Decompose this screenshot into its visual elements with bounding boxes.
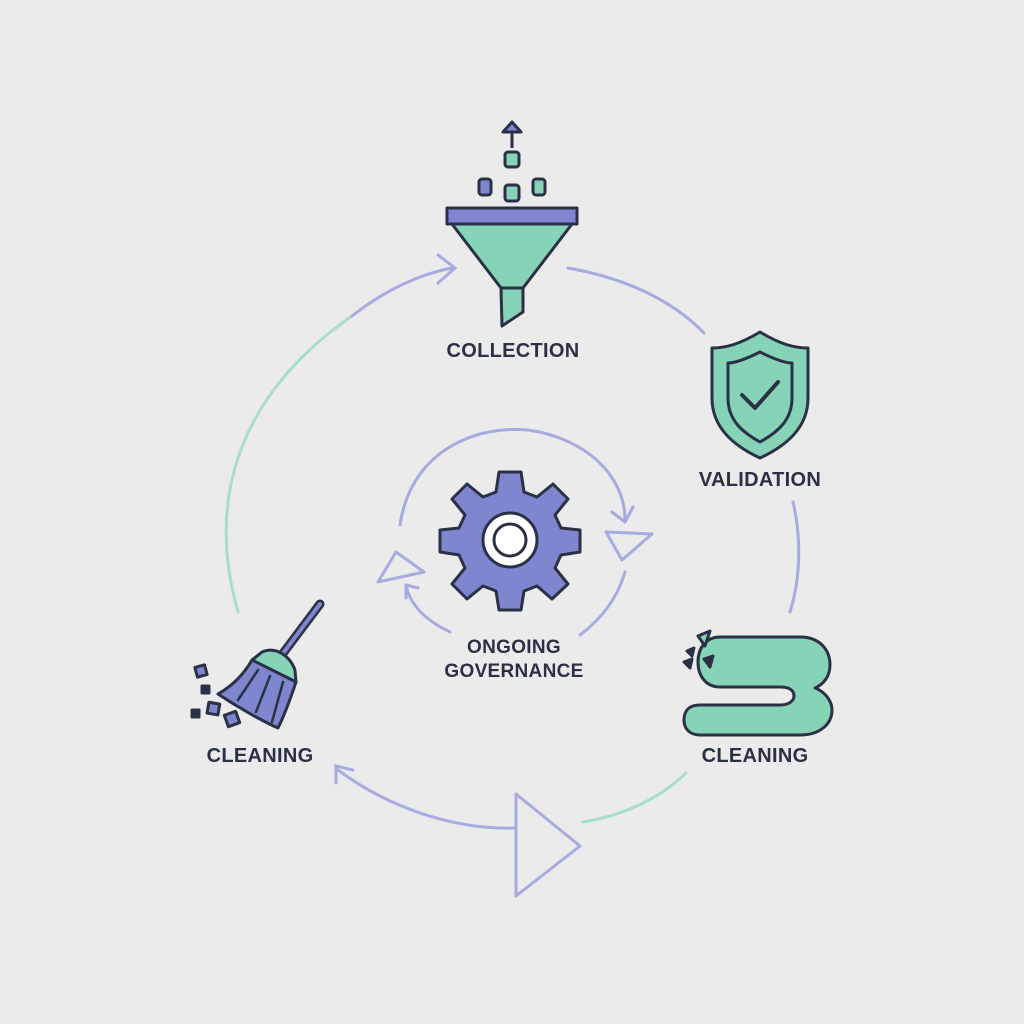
- stage-label-validation: VALIDATION: [698, 469, 822, 491]
- center-label: ONGOING GOVERNANCE: [414, 636, 614, 684]
- cycle-arrowhead-to-collection: [436, 253, 458, 285]
- inner-arc-top: [398, 427, 627, 527]
- inner-arrowhead-left: [376, 550, 426, 584]
- cycle-big-arrowhead: [514, 792, 582, 898]
- cycle-arc-top-right: [566, 266, 706, 335]
- cycle-arc-bottom-left: [336, 768, 517, 830]
- cycle-arc-left-lower: [224, 314, 354, 614]
- center-label-line1: ONGOING: [467, 637, 561, 658]
- stage-label-cleaning-right: CLEANING: [701, 745, 809, 767]
- stage-label-cleaning-left: CLEANING: [206, 745, 314, 767]
- inner-arc-right: [578, 570, 627, 637]
- cycle-arrowhead-to-cleaning-left: [334, 764, 355, 785]
- inner-arrowhead-top: [610, 505, 635, 524]
- cleaned-shape-icon: [682, 629, 834, 737]
- broom-icon: [190, 599, 325, 730]
- cycle-arc-right: [788, 500, 801, 614]
- funnel-icon: [445, 120, 579, 328]
- inner-arc-left: [404, 583, 452, 634]
- shield-check-icon: [710, 330, 810, 460]
- center-label-line2: GOVERNANCE: [444, 661, 584, 682]
- gear-icon: [438, 470, 582, 612]
- cycle-arc-bottom-right: [581, 771, 688, 824]
- cycle-arc-left-upper: [350, 266, 454, 318]
- stage-label-collection: COLLECTION: [446, 340, 580, 362]
- inner-arrowhead-right: [604, 530, 654, 562]
- inner-arrowhead-left-small: [404, 583, 420, 600]
